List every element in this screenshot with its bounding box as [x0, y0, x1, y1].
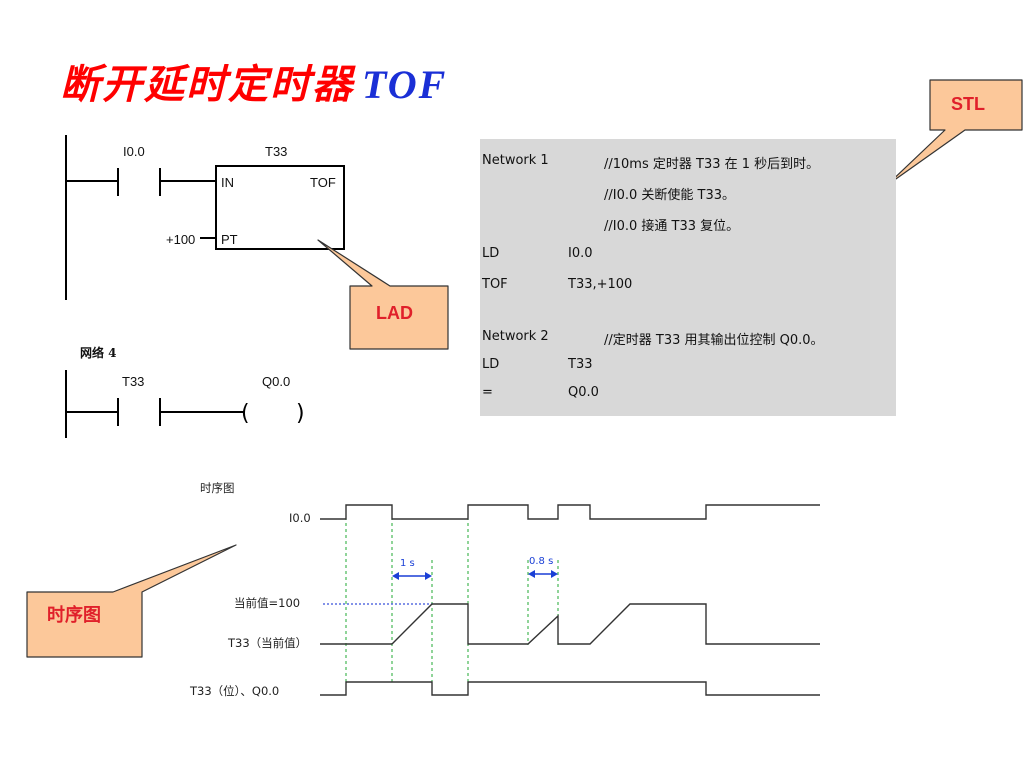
timing-label-t33-value: T33（当前值） [227, 636, 307, 650]
timer-box [215, 165, 345, 250]
timing-callout-shape [26, 544, 237, 658]
stl-line-8-col2: Q0.0 [568, 385, 599, 400]
stl-line-6-comment: //定时器 T33 用其输出位控制 Q0.0。 [604, 333, 824, 348]
lad-callout-shape [317, 239, 449, 350]
stl-callout-label: STL [951, 94, 985, 114]
contact-t33-label: T33 [122, 374, 144, 389]
contact-i00-label: I0.0 [123, 144, 145, 159]
timing-label-preset: 当前值=100 [234, 596, 300, 610]
coil-close-paren: ) [296, 401, 305, 426]
ladder-diagram [65, 135, 345, 438]
coil-label: Q0.0 [262, 374, 290, 389]
lad-callout-label: LAD [376, 303, 413, 323]
interval-arrow-1 [392, 572, 432, 580]
timer-pt-label: PT [221, 232, 238, 247]
timing-callout-label: 时序图 [47, 604, 101, 625]
stl-line-3-comment: //I0.0 接通 T33 复位。 [604, 219, 740, 234]
timer-type-label: TOF [310, 175, 336, 190]
stl-line-4-col2: I0.0 [568, 246, 593, 261]
stl-line-1-col1: Network 1 [482, 153, 549, 168]
waveform-t33-value [320, 603, 820, 645]
stl-line-2-comment: //I0.0 关断使能 T33。 [604, 188, 736, 203]
network-4-label: 网络 4 [80, 345, 117, 360]
waveform-t33-bit [320, 681, 820, 696]
stl-panel: Network 1 //10ms 定时器 T33 在 1 秒后到时。 //I0.… [480, 139, 896, 416]
stl-line-5-col2: T33,+100 [568, 277, 633, 292]
timing-label-t33-bit: T33（位）、Q0.0 [189, 684, 279, 698]
timing-markers [345, 505, 559, 682]
stl-line-6-col1: Network 2 [482, 329, 549, 344]
timing-title: 时序图 [200, 481, 235, 495]
stl-line-7-col2: T33 [568, 357, 593, 372]
stl-line-7-col1: LD [482, 357, 500, 372]
interval-arrow-2 [528, 570, 558, 578]
interval-label-2: 0.8 s [529, 556, 553, 567]
slide-title-suffix: TOF [362, 62, 448, 107]
stl-line-4-col1: LD [482, 246, 500, 261]
stl-line-8-col1: = [482, 385, 493, 400]
waveform-i00 [320, 504, 820, 520]
coil-open-paren: ( [241, 401, 250, 426]
stl-line-5-col1: TOF [482, 277, 508, 292]
stl-callout-shape [885, 79, 1023, 187]
timer-in-label: IN [221, 175, 234, 190]
interval-label-1: 1 s [400, 558, 415, 569]
stl-line-1-comment: //10ms 定时器 T33 在 1 秒后到时。 [604, 157, 820, 172]
timer-label: T33 [265, 144, 287, 159]
preset-value: +100 [166, 232, 195, 247]
slide-title-text: 断开延时定时器 [60, 61, 354, 108]
timing-label-i00: I0.0 [289, 511, 311, 525]
